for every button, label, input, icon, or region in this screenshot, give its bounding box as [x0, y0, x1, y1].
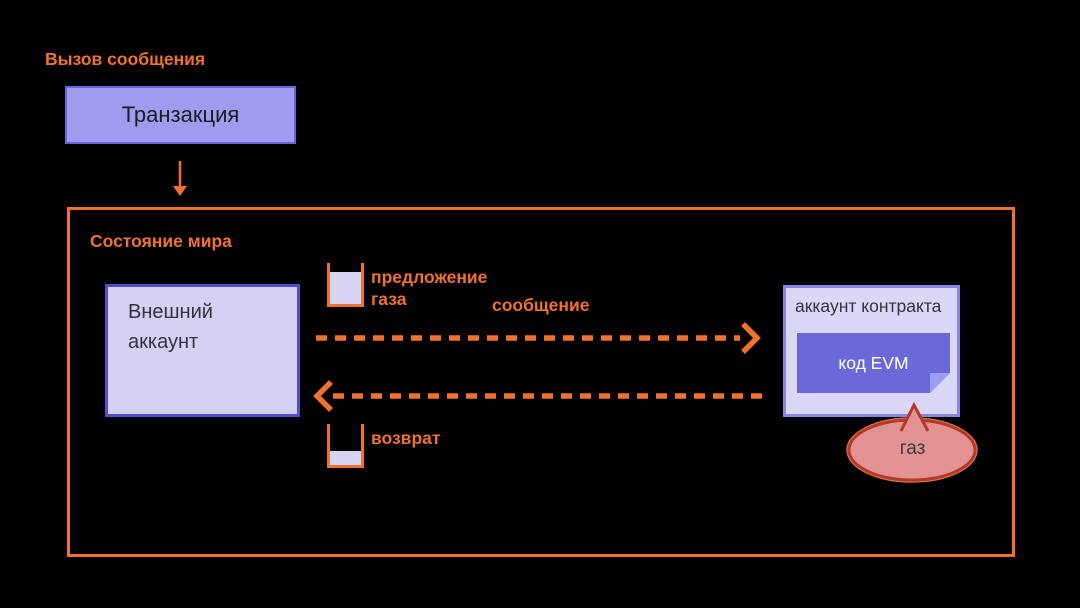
- external-account-box: Внешний аккаунт: [105, 284, 300, 417]
- world-state-label: Состояние мира: [90, 231, 232, 251]
- refund-cup-fill: [330, 451, 361, 465]
- message-label: сообщение: [492, 295, 590, 315]
- refund-cup-icon: [327, 424, 364, 468]
- gas-supply-cup-fill: [330, 272, 361, 304]
- contract-account-label: аккаунт контракта: [795, 296, 942, 316]
- refund-label: возврат: [371, 428, 441, 448]
- external-account-label: Внешний аккаунт: [128, 301, 213, 353]
- world-state-box: [67, 207, 1015, 557]
- gas-supply-label: предложение газа: [371, 267, 488, 310]
- transaction-label: Транзакция: [121, 102, 240, 127]
- gas-label: газ: [899, 438, 926, 459]
- evm-code-label: код EVM: [838, 352, 909, 373]
- message-call-label: Вызов сообщения: [45, 49, 206, 69]
- transaction-box: Транзакция: [65, 86, 296, 144]
- evm-code-box: код EVM: [797, 333, 950, 393]
- transaction-down-arrow: [173, 161, 187, 196]
- gas-supply-cup-icon: [327, 263, 364, 307]
